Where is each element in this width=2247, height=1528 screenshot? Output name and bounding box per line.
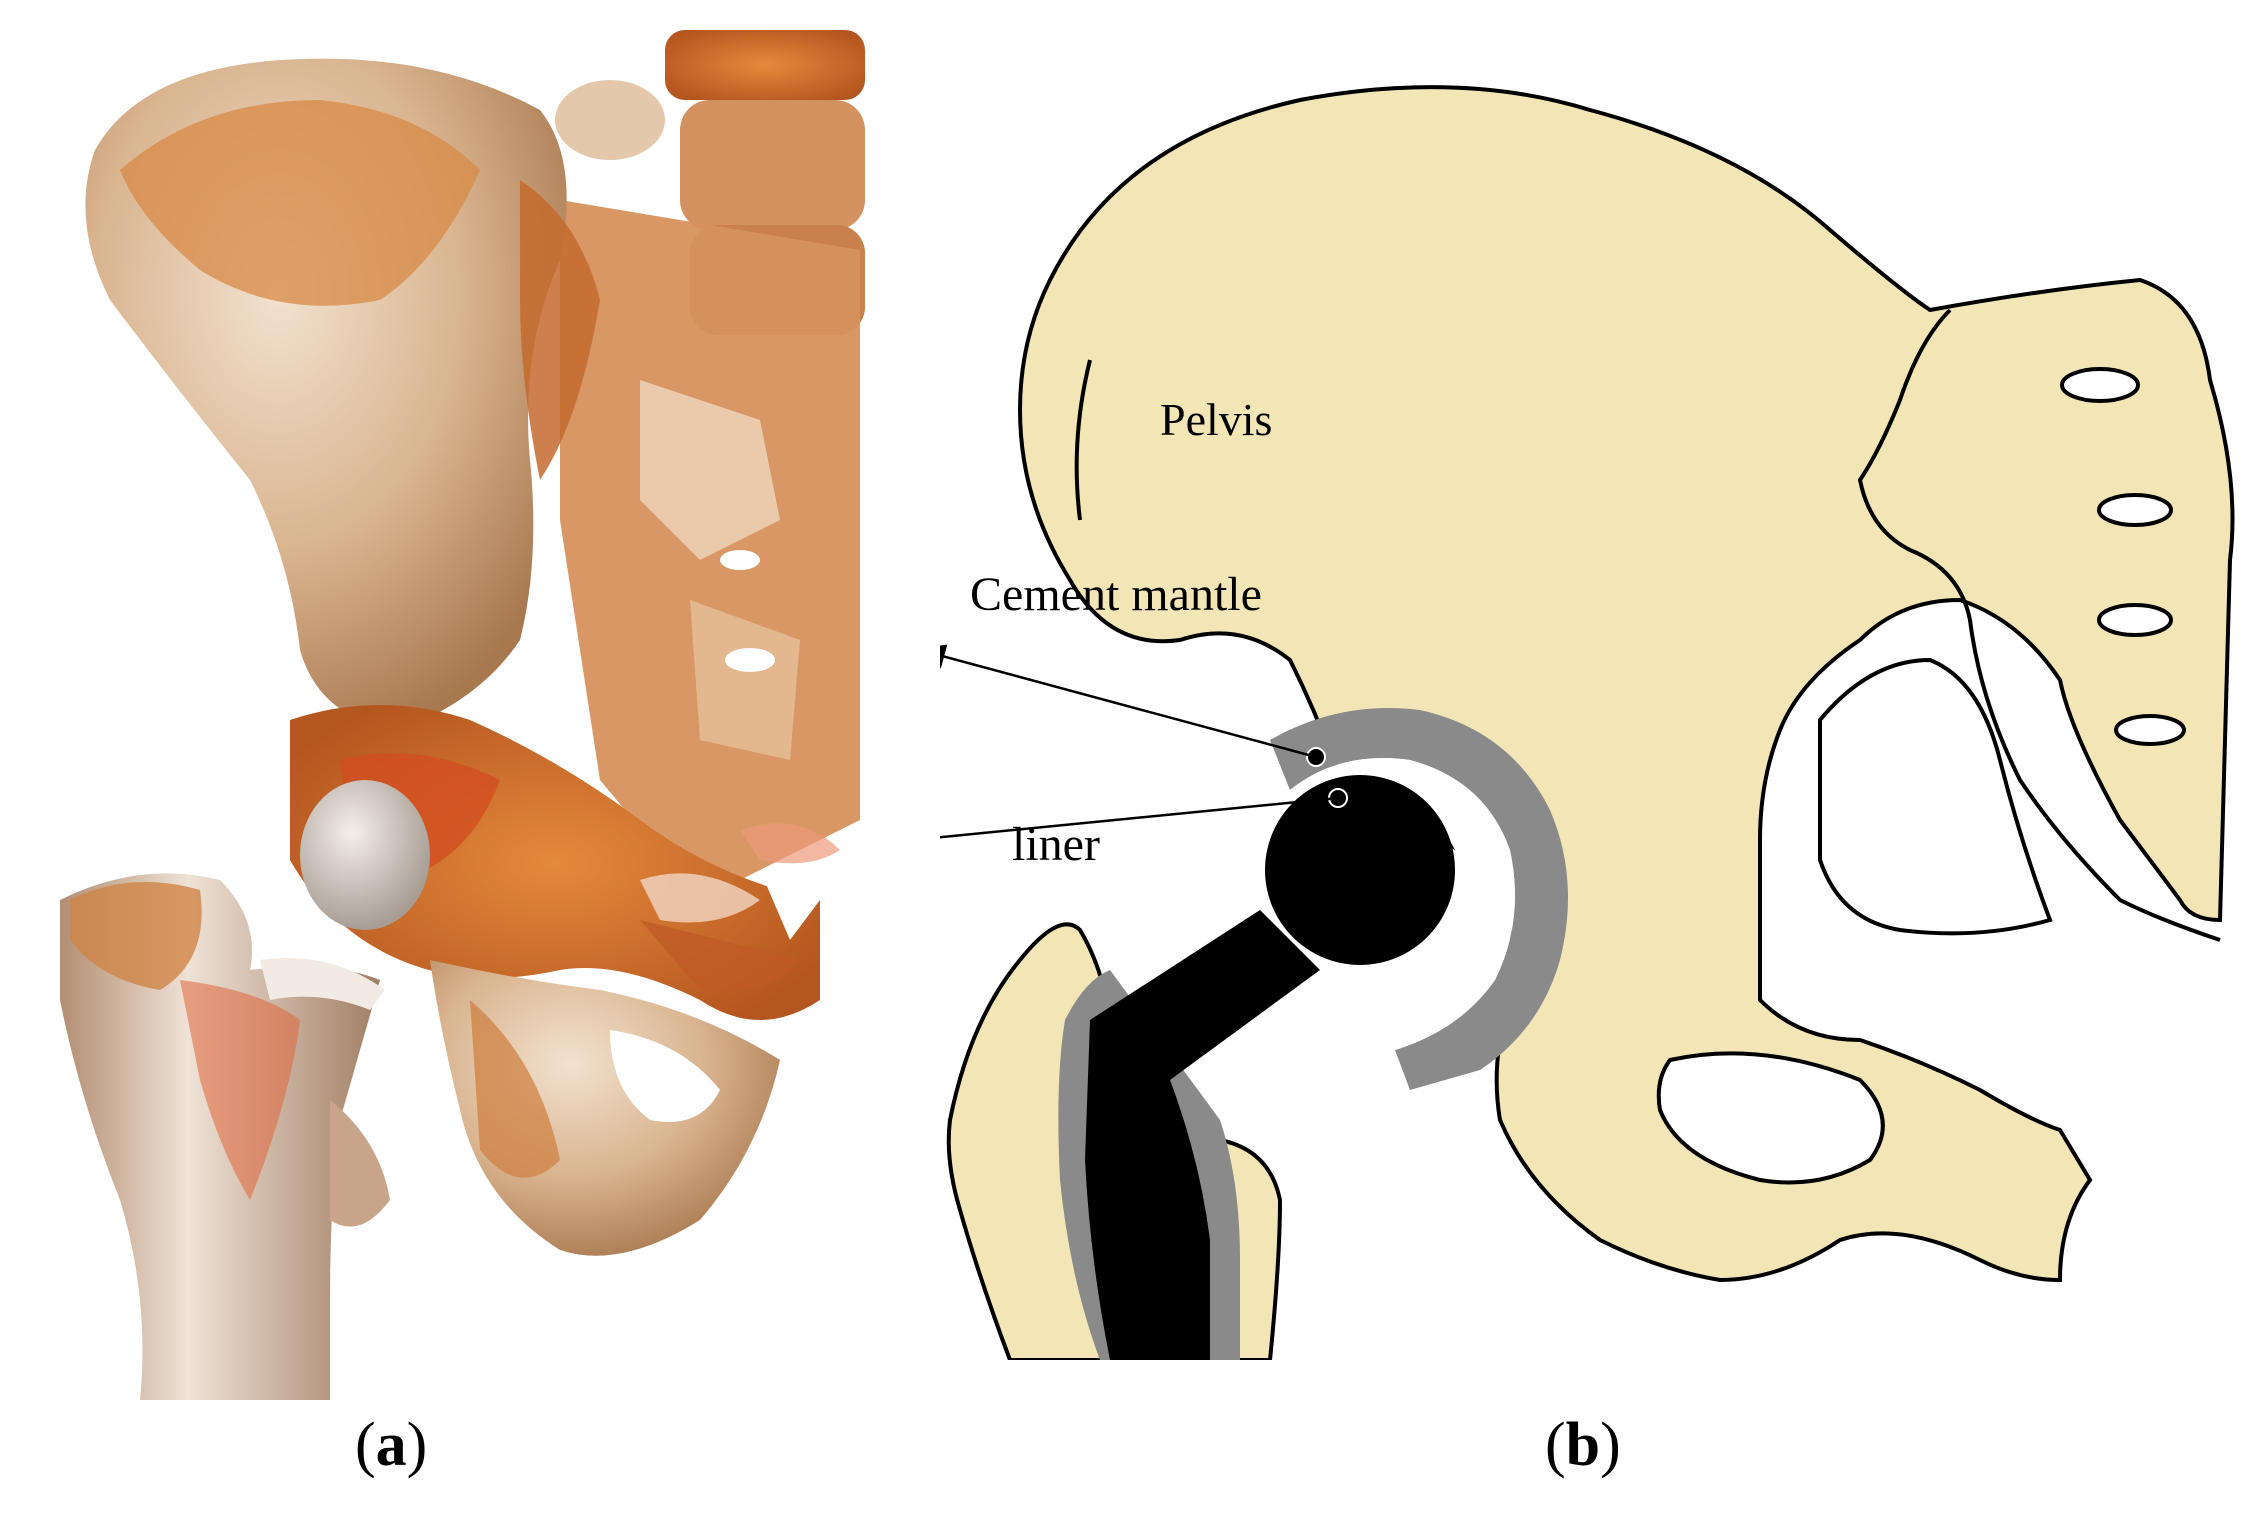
- liner-arrow: [940, 796, 1339, 839]
- ct-hip-render-image: [60, 30, 865, 1400]
- femoral-head: [300, 780, 430, 930]
- hip-prosthesis-schematic: Pelvis: [940, 85, 2235, 1360]
- caption-a: (a): [355, 1410, 427, 1481]
- liner-shape: [1290, 758, 1515, 1050]
- femoral-head-implant: [1265, 775, 1455, 965]
- cement-mantle-arrow: [940, 644, 1317, 759]
- caption-b-open: (: [1545, 1411, 1566, 1479]
- caption-a-open: (: [355, 1411, 376, 1479]
- femoral-stem: [1085, 910, 1320, 1360]
- caption-b-letter: b: [1565, 1411, 1601, 1479]
- pelvis-label: Pelvis: [1160, 394, 1272, 445]
- caption-a-letter: a: [375, 1411, 407, 1479]
- caption-b-close: ): [1600, 1411, 1621, 1479]
- caption-b: (b): [1545, 1410, 1621, 1481]
- cement-mantle-shape: [1270, 708, 1568, 1090]
- caption-a-close: ): [406, 1411, 428, 1479]
- ischium: [430, 960, 780, 1256]
